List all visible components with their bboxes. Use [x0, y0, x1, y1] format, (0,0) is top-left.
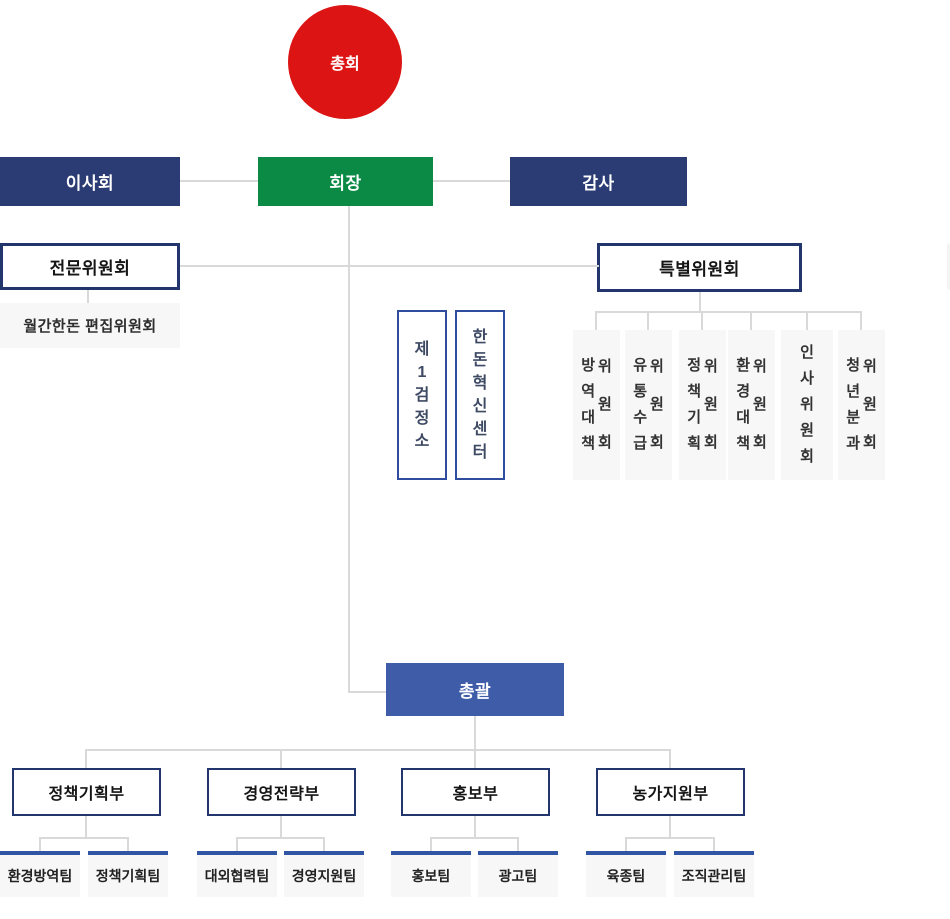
connector-line [647, 311, 649, 330]
connector-line [713, 837, 715, 851]
department-box: 농가지원부 [596, 768, 745, 816]
connector-line [474, 816, 476, 838]
department-box: 경영전략부 [207, 768, 356, 816]
connector-line [39, 837, 41, 851]
board-node: 이사회 [0, 157, 180, 206]
general-management-node: 총괄 [386, 663, 564, 716]
clipped-box-edge [947, 243, 950, 290]
connector-line [323, 837, 325, 851]
team-box: 대외협력팀 [197, 851, 277, 897]
connector-line [860, 311, 862, 330]
team-box: 홍보팀 [391, 851, 471, 897]
connector-line [669, 749, 671, 768]
special-committee-node: 특별위원회 [597, 243, 802, 292]
editorial-committee-node: 월간한돈 편집위원회 [0, 303, 180, 348]
connector-line [669, 816, 671, 838]
connector-line [699, 292, 701, 312]
auditor-node: 감사 [510, 157, 687, 206]
connector-line [474, 749, 476, 768]
president-node: 회장 [258, 157, 433, 206]
connector-line [85, 816, 87, 838]
connector-line [517, 837, 519, 851]
connector-line [806, 311, 808, 330]
team-box: 육종팀 [586, 851, 666, 897]
connector-line [87, 290, 89, 303]
connector-line [430, 837, 432, 851]
connector-line [180, 265, 599, 267]
connector-line [595, 311, 597, 330]
connector-line [701, 311, 703, 330]
department-box: 정책기획부 [12, 768, 161, 816]
connector-line [625, 837, 627, 851]
team-box: 정책기획팀 [88, 851, 168, 897]
connector-line [236, 837, 325, 839]
connector-line [236, 837, 238, 851]
connector-line [280, 816, 282, 838]
team-box: 경영지원팀 [284, 851, 364, 897]
team-box: 조직관리팀 [674, 851, 754, 897]
connector-line [430, 837, 519, 839]
general-assembly-node: 총회 [288, 5, 402, 119]
connector-line [595, 311, 862, 313]
department-box: 홍보부 [401, 768, 550, 816]
connector-line [85, 749, 87, 768]
expert-committee-node: 전문위원회 [0, 243, 180, 290]
connector-line [474, 716, 476, 750]
connector-line [625, 837, 715, 839]
team-box: 환경방역팀 [0, 851, 80, 897]
connector-line [39, 837, 129, 839]
connector-line [433, 180, 510, 182]
team-box: 광고팀 [478, 851, 558, 897]
connector-line [348, 206, 350, 693]
connector-line [127, 837, 129, 851]
connector-line [280, 749, 282, 768]
connector-line [348, 691, 386, 693]
connector-line [85, 749, 671, 751]
connector-line [180, 180, 258, 182]
connector-line [750, 311, 752, 330]
